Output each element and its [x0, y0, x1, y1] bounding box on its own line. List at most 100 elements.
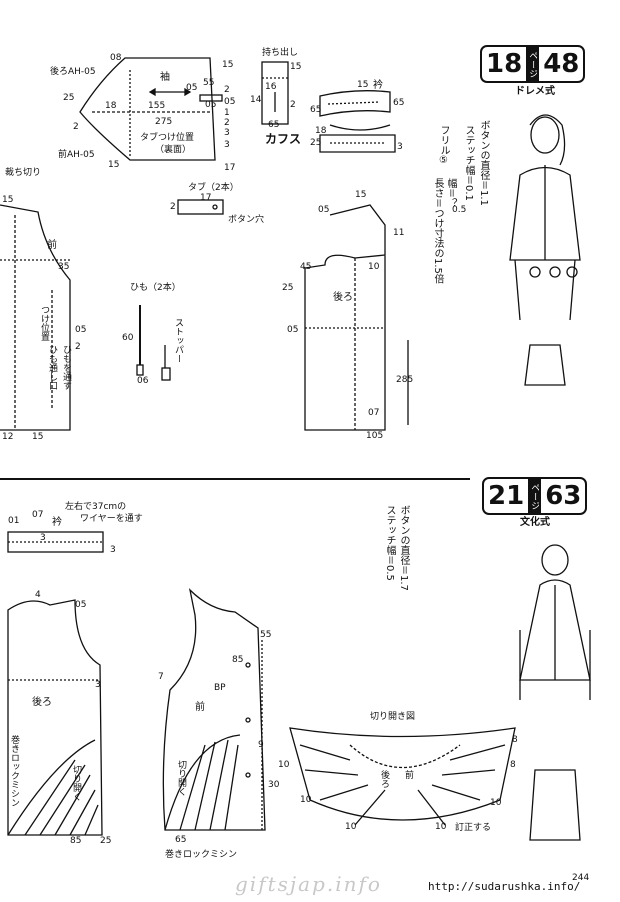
- front-string-through: ひもを通す: [61, 345, 71, 390]
- frill-dim: 10: [490, 798, 502, 808]
- back-bodice-2: [7, 599, 103, 836]
- front-dim: 9: [258, 740, 264, 750]
- collar-dim: 01: [8, 516, 20, 526]
- tab-piece: [177, 199, 224, 215]
- cuff-piece: [261, 61, 289, 125]
- badge-number: 18: [486, 49, 523, 79]
- badge-separator: [539, 479, 542, 513]
- back-dim: 45: [300, 262, 312, 272]
- collar-dim: 18: [315, 126, 327, 136]
- back-dim: 05: [75, 600, 87, 610]
- back-label: 後ろ: [333, 292, 353, 303]
- sleeve-label: 袖: [160, 72, 170, 83]
- back-dim: 105: [366, 431, 384, 441]
- note-button: ボタンの直径＝1.7: [398, 505, 409, 591]
- sleeve-tab-position-sub: （裏面）: [155, 145, 192, 155]
- sleeve-dim: 3: [224, 140, 230, 150]
- style-label: 文化式: [520, 517, 550, 528]
- cuff-fold: 持ち出し: [262, 48, 299, 58]
- collar-piece-1: [319, 90, 391, 117]
- front-string-exit: ひも通し口: [47, 345, 57, 390]
- cuff-dim: 14: [250, 95, 262, 105]
- sleeve-dim: 275: [155, 117, 173, 127]
- style-label: ドレメ式: [515, 86, 555, 97]
- front-dim: 15: [32, 432, 44, 442]
- back-label: 後ろ: [32, 697, 52, 708]
- front-cut-label: 裁ち切り: [5, 168, 42, 178]
- front-dim: 85: [232, 655, 244, 665]
- footer-url[interactable]: http://sudarushka.info/: [428, 880, 581, 893]
- front-serge: 巻きロックミシン: [165, 850, 238, 860]
- front-dim: 05: [75, 325, 87, 335]
- back-dim: 05: [287, 325, 299, 335]
- sleeve-dim: 2: [73, 122, 79, 132]
- front-cut-open: 切り開く: [176, 760, 186, 796]
- back-dim: 15: [355, 190, 367, 200]
- back-dim: 11: [393, 228, 405, 238]
- front-bp: BP: [214, 683, 226, 693]
- sleeve-dim: 05: [205, 100, 217, 110]
- frill-label: 切り開き図: [370, 712, 416, 722]
- front-dim: 15: [2, 195, 14, 205]
- sleeve-dim: 15: [222, 60, 234, 70]
- back-dim: 07: [368, 408, 380, 418]
- page-number: 244: [572, 873, 590, 883]
- sleeve-dim: 05: [186, 83, 198, 93]
- string-dim: 06: [137, 376, 149, 386]
- collar-dim: 15: [357, 80, 369, 90]
- frill-dim: 8: [510, 760, 516, 770]
- string-label: ひも（2本）: [130, 283, 181, 293]
- collar-dim: 3: [110, 545, 116, 555]
- note-frill-width: 幅＝？: [445, 178, 456, 208]
- string-piece: [136, 305, 171, 381]
- back-dim: 10: [368, 262, 380, 272]
- watermark: giftsjap.info: [235, 872, 382, 896]
- note-stitch-2: 0.5: [452, 205, 467, 215]
- back-dim: 85: [70, 836, 82, 846]
- frill-front: 前: [403, 770, 413, 779]
- cuff-dim: 16: [265, 82, 277, 92]
- sleeve-dim: 55: [203, 78, 215, 88]
- cuff-dim: 15: [290, 62, 302, 72]
- frill-back: 後ろ: [379, 770, 389, 788]
- sleeve-back-ah: 後ろAH-05: [50, 67, 96, 77]
- front-bodice-2: [162, 588, 266, 831]
- tab-dim: 2: [170, 202, 176, 212]
- badge-model: 63: [545, 481, 582, 511]
- sleeve-front-ah: 前AH-05: [58, 150, 95, 160]
- sleeve-dim: 05: [224, 97, 236, 107]
- front-dim: 65: [175, 835, 187, 845]
- collar-dim: 3: [40, 533, 46, 543]
- collar-dim: 3: [397, 142, 403, 152]
- sleeve-dim: 1: [224, 108, 230, 118]
- front-bodice-1: [0, 204, 71, 431]
- front-dim: 30: [268, 780, 280, 790]
- back-dim: 4: [35, 590, 41, 600]
- sleeve-dim: 18: [105, 101, 117, 111]
- badge-number: 21: [488, 481, 525, 511]
- sleeve-dim: 3: [224, 128, 230, 138]
- frill-dim: 10: [435, 822, 447, 832]
- badge-page: ページ: [528, 479, 540, 513]
- string-dim: 60: [122, 333, 134, 343]
- collar-dim: 25: [310, 138, 322, 148]
- front-dim: 7: [158, 672, 164, 682]
- frill-dim: 10: [278, 760, 290, 770]
- model-badge-21: 21 ページ 63: [482, 477, 588, 515]
- front-dim: 2: [75, 342, 81, 352]
- note-stitch: ステッチ幅＝0.5: [384, 505, 395, 581]
- tab-label: タブ（2本）: [188, 183, 239, 193]
- back-dim: 25: [282, 283, 294, 293]
- sleeve-dim: 25: [63, 93, 75, 103]
- note-stitch: ステッチ幅＝0.1: [463, 125, 474, 201]
- cuff-label: カフス: [265, 132, 302, 146]
- back-cut-open: 切り開く: [71, 765, 81, 801]
- front-dim: 12: [2, 432, 14, 442]
- cuff-dim: 65: [268, 120, 280, 130]
- frill-correct: 訂正する: [455, 823, 492, 833]
- collar-piece-2: [319, 124, 396, 153]
- note-frill: フリル⑤: [438, 125, 449, 166]
- collar-wire-note: 左右で37cmの: [65, 502, 127, 512]
- model-illustration-2: [519, 544, 591, 841]
